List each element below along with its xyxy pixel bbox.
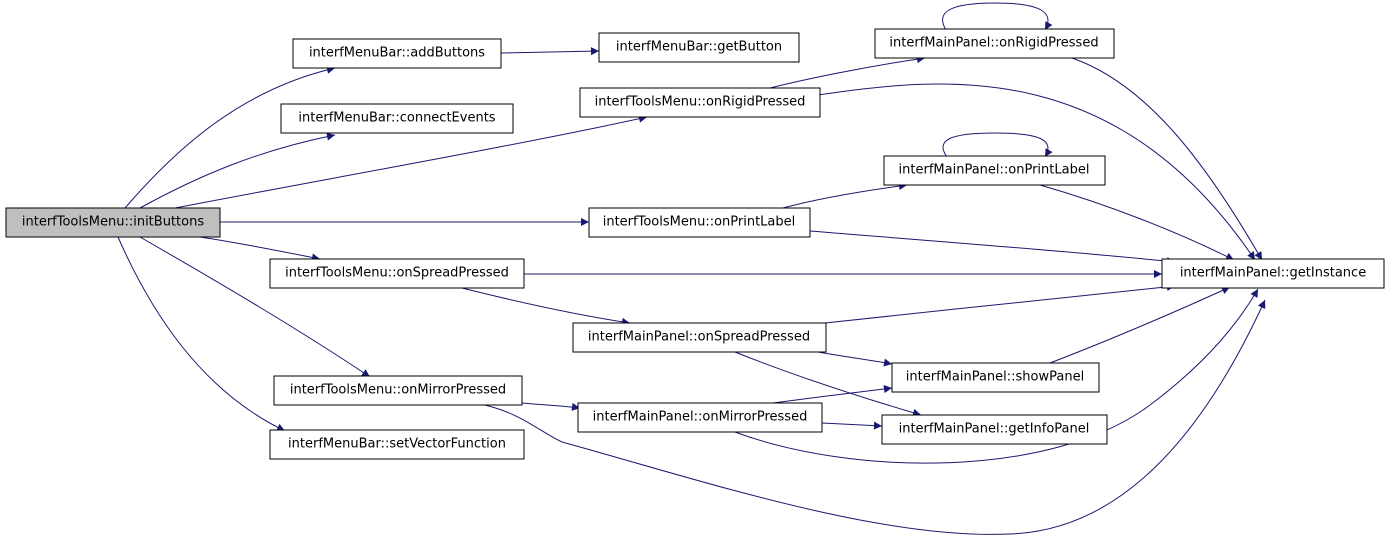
- node-tmPrint-label: interfToolsMenu::onPrintLabel: [603, 215, 796, 230]
- node-mpPrint-label: interfMainPanel::onPrintLabel: [899, 163, 1090, 178]
- node-getInfoPanel[interactable]: interfMainPanel::getInfoPanel: [881, 414, 1108, 445]
- edge-tmRigid-getInstance: [817, 83, 1256, 261]
- edge-tmPrint-getInstance: [809, 230, 1176, 266]
- node-tmSpread-label: interfToolsMenu::onSpreadPressed: [285, 266, 509, 281]
- edge-root-connectEvents: [139, 132, 336, 209]
- edge-tmMirror-mpMirror: [521, 402, 581, 411]
- edge-tmMirror-getInstance: [479, 299, 1266, 535]
- edge-tmPrint-mpPrint: [782, 182, 908, 209]
- node-mpMirror-label: interfMainPanel::onMirrorPressed: [593, 410, 808, 425]
- edge-root-addButtons: [124, 65, 336, 209]
- node-setVectorFunction-label: interfMenuBar::setVectorFunction: [288, 437, 506, 452]
- node-tmMirror[interactable]: interfToolsMenu::onMirrorPressed: [273, 375, 523, 406]
- edge-showPanel-getInstance: [1049, 286, 1231, 364]
- edge-tmSpread-mpSpread: [461, 287, 631, 326]
- node-showPanel[interactable]: interfMainPanel::showPanel: [891, 362, 1100, 393]
- node-root-label: interfToolsMenu::initButtons: [22, 215, 204, 230]
- node-mpRigid-label: interfMainPanel::onRigidPressed: [889, 36, 1098, 51]
- node-getButton[interactable]: interfMenuBar::getButton: [598, 32, 800, 63]
- node-tmRigid[interactable]: interfToolsMenu::onRigidPressed: [579, 87, 821, 118]
- node-connectEvents-label: interfMenuBar::connectEvents: [298, 111, 495, 126]
- edge-root-tmSpread: [199, 236, 321, 262]
- edge-mpMirror-getInfoPanel: [821, 421, 883, 430]
- node-getInstance-label: interfMainPanel::getInstance: [1180, 266, 1366, 281]
- edge-root-tmRigid: [174, 114, 648, 209]
- edge-mpSpread-showPanel: [817, 351, 893, 367]
- node-addButtons-label: interfMenuBar::addButtons: [309, 46, 485, 61]
- node-getInfoPanel-label: interfMainPanel::getInfoPanel: [899, 422, 1090, 437]
- edge-mpMirror-showPanel: [772, 385, 893, 404]
- node-tmMirror-label: interfToolsMenu::onMirrorPressed: [290, 383, 506, 398]
- node-tmSpread[interactable]: interfToolsMenu::onSpreadPressed: [269, 258, 525, 289]
- edge-mpRigid-getInstance: [1071, 57, 1263, 261]
- edge-root-setVectorFunction: [117, 236, 286, 432]
- node-showPanel-label: interfMainPanel::showPanel: [906, 370, 1084, 385]
- node-root[interactable]: interfToolsMenu::initButtons: [5, 207, 221, 238]
- edge-mpSpread-getInfoPanel: [734, 351, 922, 417]
- edge-root-tmMirror: [139, 236, 371, 378]
- node-addButtons[interactable]: interfMenuBar::addButtons: [292, 38, 502, 69]
- node-mpRigid[interactable]: interfMainPanel::onRigidPressed: [874, 28, 1115, 59]
- node-setVectorFunction[interactable]: interfMenuBar::setVectorFunction: [269, 429, 525, 460]
- node-mpMirror[interactable]: interfMainPanel::onMirrorPressed: [577, 402, 823, 433]
- node-getInstance[interactable]: interfMainPanel::getInstance: [1161, 258, 1385, 289]
- edge-mpRigid-self: [942, 2, 1053, 31]
- edge-tmRigid-mpRigid: [769, 55, 926, 89]
- node-getButton-label: interfMenuBar::getButton: [616, 40, 782, 55]
- edge-addButtons-getButton: [500, 47, 600, 56]
- node-mpSpread[interactable]: interfMainPanel::onSpreadPressed: [572, 322, 827, 353]
- node-tmRigid-label: interfToolsMenu::onRigidPressed: [595, 95, 806, 110]
- node-connectEvents[interactable]: interfMenuBar::connectEvents: [280, 103, 514, 134]
- node-mpPrint[interactable]: interfMainPanel::onPrintLabel: [883, 155, 1106, 186]
- node-tmPrint[interactable]: interfToolsMenu::onPrintLabel: [588, 207, 811, 238]
- edge-mpPrint-getInstance: [1039, 184, 1235, 261]
- edge-mpSpread-getInstance: [824, 282, 1176, 324]
- edge-mpPrint-self: [942, 132, 1053, 158]
- node-mpSpread-label: interfMainPanel::onSpreadPressed: [588, 330, 810, 345]
